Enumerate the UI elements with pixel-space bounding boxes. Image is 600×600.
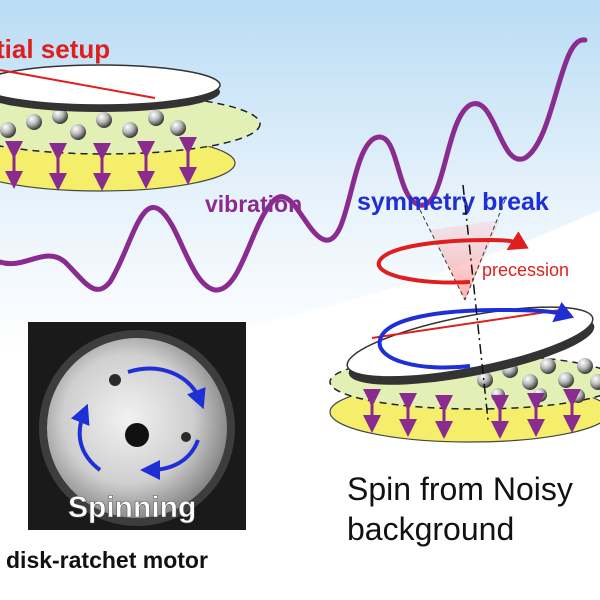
vibration-arrows-right bbox=[363, 389, 581, 439]
initial-setup-diagram: tial setup bbox=[0, 34, 261, 192]
top-disk-marker-line bbox=[0, 69, 156, 99]
top-disk bbox=[0, 64, 221, 106]
caption-right-line2: background bbox=[347, 511, 514, 547]
precession-arrow bbox=[376, 231, 529, 285]
disk-rotation-arrow bbox=[377, 301, 575, 370]
initial-setup-title: tial setup bbox=[0, 34, 110, 64]
vibration-wave bbox=[0, 37, 588, 293]
symmetry-breaking-title: symmetry break bbox=[357, 188, 549, 216]
cone-edge-right bbox=[464, 199, 506, 301]
photo-spinning-label: Spinning bbox=[68, 491, 196, 524]
spinning-disk-photo: Spinning bbox=[28, 322, 246, 530]
caption-right-line1: Spin from Noisy bbox=[347, 471, 573, 507]
photo-center-hole bbox=[125, 423, 149, 447]
vibration-label: vibration bbox=[205, 191, 302, 217]
precession-label: precession bbox=[482, 260, 569, 280]
steel-balls-top bbox=[0, 108, 186, 140]
photo-arrow-left bbox=[70, 403, 102, 472]
photo-arrow-right bbox=[140, 439, 200, 480]
vibration-arrows-top bbox=[5, 137, 197, 191]
cone-edge-left bbox=[419, 209, 466, 301]
photo-arrow-top bbox=[127, 366, 206, 410]
caption-left: disk-ratchet motor bbox=[6, 547, 208, 573]
tilted-disk bbox=[346, 306, 595, 385]
symmetry-breaking-diagram: symmetry break bbox=[329, 184, 600, 547]
tilted-disk-marker-line bbox=[371, 309, 561, 339]
